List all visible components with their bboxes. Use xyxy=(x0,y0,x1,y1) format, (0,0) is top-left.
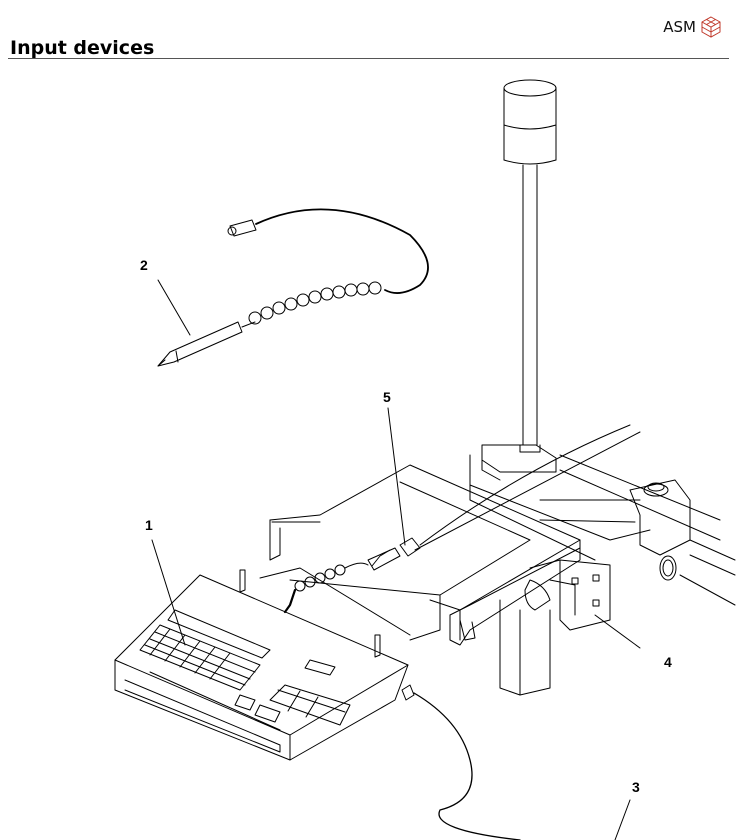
leader-line-2 xyxy=(157,279,191,336)
header-rule xyxy=(8,58,729,59)
brand-name: ASM xyxy=(663,18,696,36)
keyboard-icon xyxy=(114,574,415,761)
keyboard-tray-icon xyxy=(239,464,581,658)
light-pen-icon xyxy=(157,208,429,367)
leader-line-5 xyxy=(387,407,406,546)
callout-4: 4 xyxy=(664,654,672,670)
input-devices-drawing: 2 5 1 4 3 xyxy=(114,79,736,840)
brand: ASM xyxy=(663,16,721,38)
page-header: Input devices ASM xyxy=(0,0,737,60)
leader-line-1 xyxy=(151,539,186,646)
keyboard-cable xyxy=(413,692,521,840)
leader-line-3 xyxy=(614,799,631,840)
callout-2: 2 xyxy=(140,257,148,273)
cable-connector-icon xyxy=(283,424,641,614)
mounting-bracket-icon xyxy=(469,454,736,696)
asm-cube-logo-icon xyxy=(701,16,721,38)
leader-line-4 xyxy=(594,614,641,649)
signal-tower-icon xyxy=(481,79,557,481)
callout-3: 3 xyxy=(632,779,640,795)
callout-1: 1 xyxy=(145,517,153,533)
callout-5: 5 xyxy=(383,389,391,405)
page-title: Input devices xyxy=(10,37,155,59)
